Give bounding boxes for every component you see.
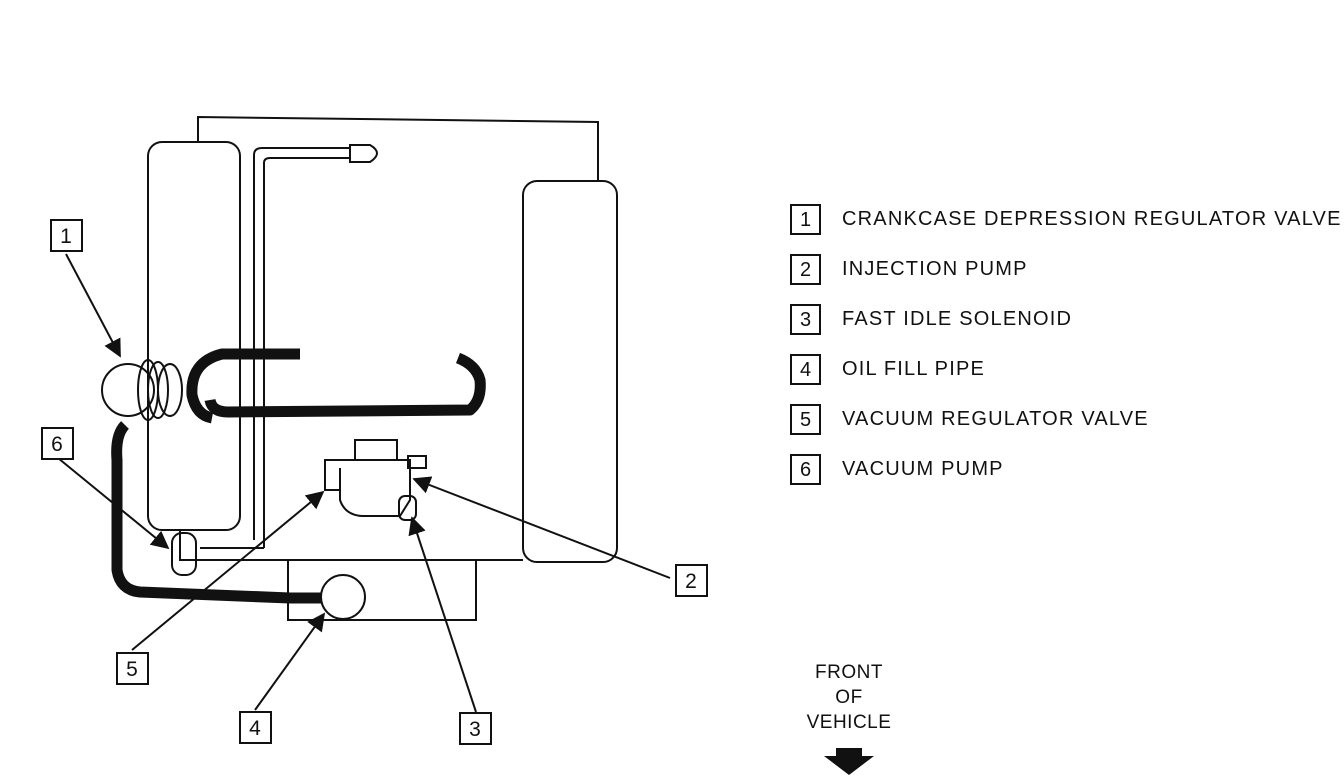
leader-4 [254,612,326,711]
legend-number: 6 [790,454,821,485]
right-cylinder-bank [522,180,618,563]
leader-3 [408,516,477,713]
callout-box-6 [41,427,74,460]
callout-label-3: 3 [469,718,481,741]
legend-number: 4 [790,354,821,385]
front-arrow-icon [824,748,874,775]
legend-item: 1 CRANKCASE DEPRESSION REGULATOR VALVE [790,204,1344,254]
legend: 1 CRANKCASE DEPRESSION REGULATOR VALVE 2… [790,204,1344,504]
legend-number: 2 [790,254,821,285]
callout-label-4: 4 [249,717,261,740]
vacuum-hose-long [204,352,486,418]
breather-cap [349,144,378,163]
breather-tube-inner [263,157,350,548]
legend-label: INJECTION PUMP [842,258,1028,280]
callout-box-4 [239,711,272,744]
vacuum-hose-upper [186,348,300,424]
vacuum-hose-loop [111,421,322,604]
vacuum-regulator-body [171,532,197,576]
breather-tube [253,147,350,540]
oil-pan [287,560,477,621]
oil-fill-pipe-cap [320,574,366,620]
legend-item: 3 FAST IDLE SOLENOID [790,304,1344,354]
callout-label-1: 1 [60,225,72,248]
injection-pump-cap [354,439,398,461]
leader-6 [57,457,170,550]
engine-top-outline [197,115,599,182]
leader-1 [65,253,121,358]
legend-label: OIL FILL PIPE [842,358,986,380]
front-line-1: FRONT [815,662,883,683]
front-line-2: OF [835,687,863,708]
callout-label-5: 5 [126,658,138,681]
callout-box-2 [675,564,708,597]
callout-box-1 [50,219,83,252]
injection-pump-body [324,459,411,517]
callout-label-6: 6 [51,433,63,456]
legend-label: VACUUM PUMP [842,458,1004,480]
legend-number: 3 [790,304,821,335]
legend-item: 2 INJECTION PUMP [790,254,1344,304]
front-of-vehicle-label: FRONT OF VEHICLE [798,660,900,735]
cdr-valve-ring-2 [147,361,169,419]
legend-number: 1 [790,204,821,235]
callout-box-3 [459,712,492,745]
left-cylinder-bank [147,141,241,531]
fast-idle-solenoid [398,495,417,521]
legend-item: 5 VACUUM REGULATOR VALVE [790,404,1344,454]
legend-label: VACUUM REGULATOR VALVE [842,408,1149,430]
legend-number: 5 [790,404,821,435]
injection-pump-port [407,455,427,469]
engine-block-lower [179,530,523,561]
leader-2 [412,476,671,579]
leader-5 [131,490,325,651]
legend-label: CRANKCASE DEPRESSION REGULATOR VALVE [842,208,1342,230]
front-line-3: VEHICLE [806,712,892,733]
legend-item: 4 OIL FILL PIPE [790,354,1344,404]
legend-item: 6 VACUUM PUMP [790,454,1344,504]
callout-label-2: 2 [685,570,697,593]
cdr-valve-ring-3 [157,363,183,417]
cdr-valve-body [101,363,155,417]
legend-label: FAST IDLE SOLENOID [842,308,1073,330]
callout-box-5 [116,652,149,685]
